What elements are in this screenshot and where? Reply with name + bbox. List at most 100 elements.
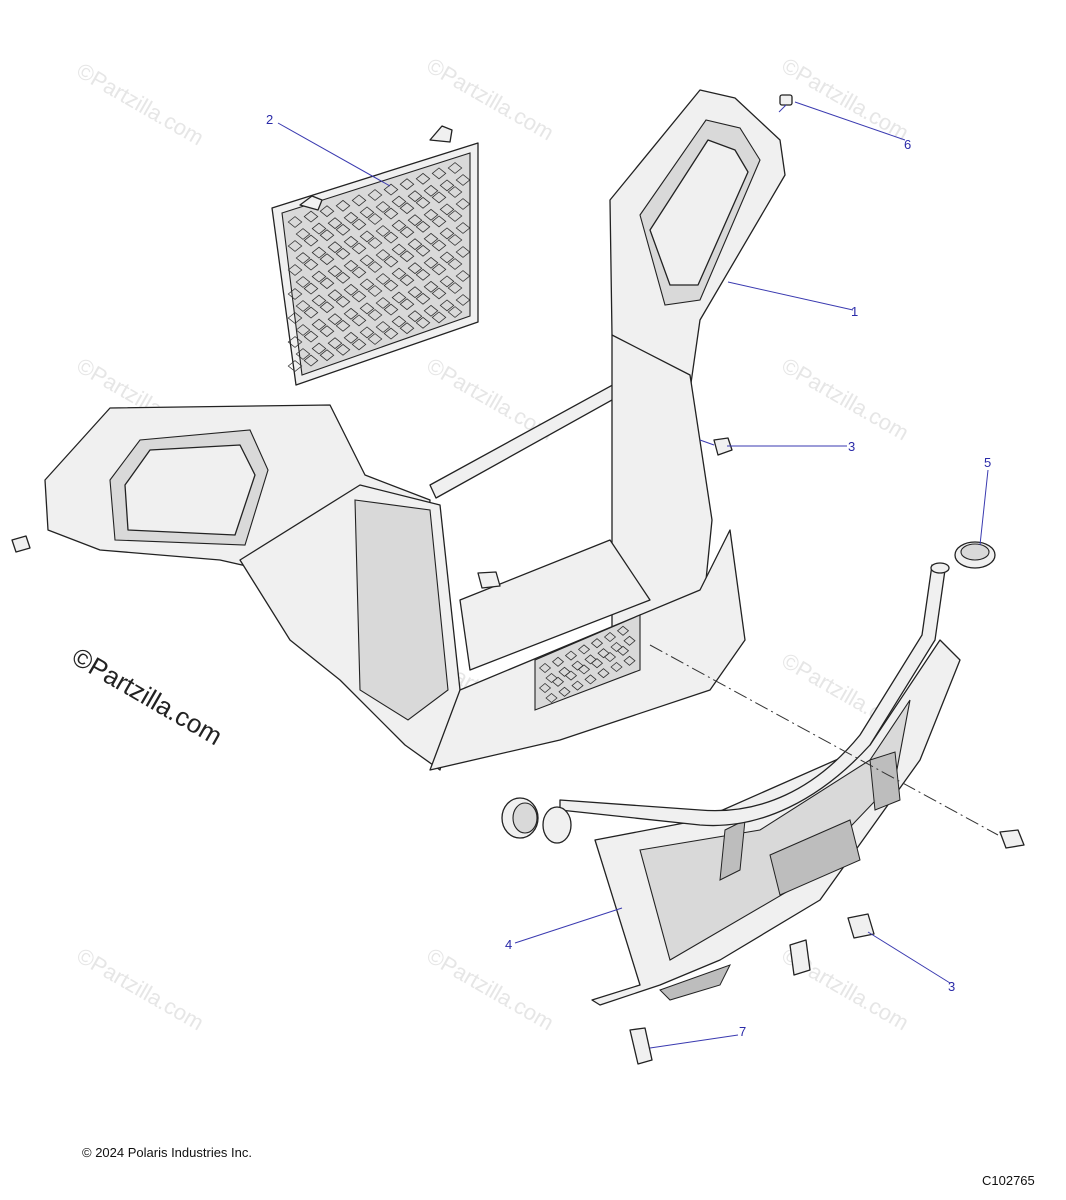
front-fascia: [44, 89, 786, 771]
mesh-cell: [407, 310, 423, 323]
mesh-cell: [603, 651, 617, 663]
mesh-cell: [367, 213, 383, 225]
partzilla-watermark: ©Partzilla.com: [67, 641, 227, 751]
mesh-cell: [351, 290, 367, 303]
mesh-cell: [447, 186, 463, 198]
callout-3-top: 3: [848, 439, 855, 454]
mesh-cell: [303, 234, 319, 247]
end-cap-right: [954, 541, 996, 569]
mesh-cell: [311, 318, 327, 331]
mesh-cell: [423, 304, 439, 317]
mesh-cell: [343, 283, 359, 296]
mesh-cell: [431, 239, 447, 252]
mesh-cell: [359, 254, 375, 267]
mesh-cell: [327, 241, 343, 254]
mesh-cell: [447, 258, 463, 270]
callout-7: 7: [739, 1024, 746, 1039]
mesh-cell: [343, 211, 359, 224]
mesh-cell: [399, 178, 415, 191]
mesh-cell: [571, 680, 584, 691]
mesh-cell: [311, 270, 327, 283]
mesh-cell: [439, 227, 455, 240]
mesh-cell: [616, 645, 630, 656]
mesh-cell: [558, 686, 571, 697]
bolt-7: [629, 1027, 653, 1065]
mesh-cell: [431, 167, 447, 180]
mesh-cell: [319, 229, 335, 242]
mesh-cell: [538, 682, 552, 694]
mesh-cell: [375, 249, 391, 261]
mesh-cell: [319, 349, 335, 362]
mesh-cell: [319, 205, 335, 218]
mesh-cell: [391, 243, 407, 256]
mesh-cell: [551, 656, 565, 667]
mesh-cell: [447, 282, 463, 294]
mesh-cell: [399, 274, 415, 287]
callouts: 1 2 3 3 4 5 6 7: [266, 112, 991, 1039]
mesh-cell: [359, 278, 375, 291]
mesh-cell: [335, 295, 351, 308]
mesh-cell: [383, 279, 399, 292]
mesh-cell: [303, 306, 319, 319]
lower-grille-mesh: [538, 625, 636, 704]
mesh-cell: [351, 242, 367, 255]
mesh-cell: [399, 202, 415, 215]
callout-2: 2: [266, 112, 273, 127]
mesh-cell: [603, 631, 617, 643]
mesh-cell: [383, 183, 399, 196]
mesh-cell: [455, 222, 471, 234]
mesh-cell: [295, 252, 311, 264]
mesh-cell: [303, 282, 319, 295]
mesh-cell: [407, 214, 423, 227]
mesh-cell: [359, 230, 375, 243]
mesh-cell: [439, 203, 455, 216]
mesh-cell: [367, 237, 383, 249]
mesh-cell: [343, 331, 359, 344]
mesh-cell: [359, 302, 375, 315]
mesh-cell: [327, 313, 343, 326]
bolt-3-bottom: [847, 913, 875, 939]
mesh-cell: [295, 228, 311, 240]
mesh-cell: [590, 658, 604, 669]
mesh-cell: [399, 322, 415, 335]
mesh-cell: [551, 676, 565, 687]
mesh-cell: [415, 220, 431, 233]
mesh-cell: [391, 267, 407, 280]
mesh-cell: [287, 288, 303, 300]
bolt-center: [477, 571, 501, 589]
mesh-cell: [295, 324, 311, 336]
mesh-cell: [423, 208, 439, 221]
bolt-right-bracket: [999, 829, 1025, 849]
bolt-lower-mid: [789, 939, 811, 976]
watermark: ©Partzilla.com: [423, 943, 559, 1036]
mesh-cell: [327, 337, 343, 350]
mesh-cell: [610, 661, 623, 673]
grille-panel: [271, 125, 479, 386]
mesh-cell: [319, 301, 335, 314]
mesh-cell: [287, 312, 303, 324]
mesh-cell: [447, 162, 463, 174]
mesh-cell: [319, 277, 335, 290]
mesh-cell: [455, 294, 471, 306]
callout-4: 4: [505, 937, 512, 952]
mesh-cell: [391, 195, 407, 208]
mesh-cell: [351, 314, 367, 327]
watermark: ©Partzilla.com: [778, 53, 914, 146]
assembly-axis: [649, 644, 999, 836]
copyright-notice: © 2024 Polaris Industries Inc.: [82, 1145, 252, 1160]
mesh-cell: [399, 226, 415, 239]
mesh-cell: [311, 246, 327, 259]
skid-plate: [542, 562, 961, 1006]
mesh-cell: [367, 309, 383, 321]
mesh-cell: [383, 327, 399, 340]
mesh-cell: [423, 256, 439, 269]
mesh-cell: [375, 297, 391, 309]
mesh-cell: [287, 264, 303, 276]
mesh-cell: [343, 307, 359, 320]
mesh-cell: [367, 285, 383, 297]
mesh-cell: [399, 298, 415, 311]
mesh-cell: [351, 194, 367, 207]
mesh-cell: [327, 265, 343, 278]
mesh-cell: [335, 223, 351, 236]
mesh-cell: [383, 255, 399, 268]
